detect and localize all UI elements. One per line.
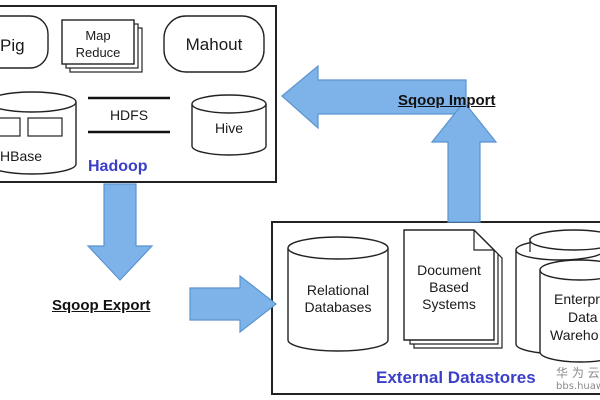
document-label-line1: Document [417,262,481,278]
hive-cylinder [191,94,267,156]
hive-label: Hive [214,120,243,136]
document-stack [403,229,503,349]
pig-box [0,15,49,69]
hdfs-label: HDFS [109,107,149,123]
document-label-line2: Based [429,279,469,295]
document-label-line3: Systems [422,296,476,312]
pig-label: Pig [0,36,25,55]
hbase-cylinder [0,91,77,175]
watermark-line1: 华 为 云 [556,366,600,380]
hadoop-title: Hadoop [88,158,148,175]
mahout-box [163,15,265,73]
import-arrow-up [430,101,498,223]
mapreduce-label-line2: Reduce [75,45,121,60]
external-title: External Datastores [376,368,536,387]
warehouse-cylinders [515,229,600,363]
mahout-label: Mahout [185,35,243,54]
enterprise-label-line2: Data [568,309,598,325]
enterprise-label-line3: Wareho [550,327,599,343]
sqoop-import-label: Sqoop Import [398,92,496,109]
relational-cylinder [287,236,389,352]
export-arrow-right [189,274,277,334]
relational-label-line1: Relational [306,282,370,298]
hbase-label: HBase [0,148,43,164]
sqoop-export-label: Sqoop Export [52,297,151,314]
relational-label-line2: Databases [304,299,372,315]
watermark-line2: bbs.huawei [556,381,600,392]
mapreduce-label-line1: Map [85,28,111,43]
export-arrow-down [86,183,154,281]
mapreduce-stack [61,19,143,73]
enterprise-label-line1: Enterpr [554,291,600,307]
import-arrow-left [281,64,467,130]
